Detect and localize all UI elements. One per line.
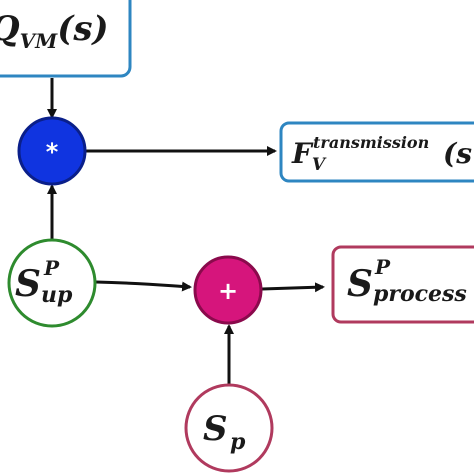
add-node: + — [193, 255, 263, 325]
f-transmission-superscript: transmission — [313, 133, 429, 152]
svg-text:QVM(s): QVM(s) — [0, 9, 109, 53]
s-process-subscript: process — [373, 281, 467, 307]
edge-add-to-sprocess — [261, 282, 325, 293]
s-up-node: S P up — [7, 238, 97, 328]
s-process-node: S P process — [331, 245, 474, 324]
svg-text:FV: FV — [291, 137, 327, 175]
q-vm-main: Q — [0, 9, 20, 49]
multiply-node: * — [17, 116, 87, 186]
edge-sup-to-add — [95, 280, 192, 292]
s-up-subscript: up — [41, 282, 73, 308]
s-p-main: S — [203, 409, 228, 449]
q-vm-argument: (s) — [57, 9, 108, 49]
f-transmission-argument: (s — [443, 137, 472, 170]
s-process-main: S — [347, 263, 373, 305]
q-vm-subscript: VM — [20, 29, 59, 53]
s-p-subscript: p — [230, 429, 246, 455]
s-up-main: S — [15, 263, 41, 305]
edges — [47, 78, 325, 384]
s-p-node: S p — [184, 383, 274, 473]
multiply-symbol: * — [46, 138, 59, 166]
q-vm-node: QVM(s) — [0, 0, 132, 78]
s-up-superscript: P — [43, 256, 60, 280]
s-process-superscript: P — [374, 255, 391, 279]
f-transmission-node: FV transmission (s — [279, 121, 474, 183]
f-transmission-subscript: V — [312, 155, 327, 175]
f-transmission-main: F — [291, 137, 314, 170]
add-symbol: + — [218, 277, 238, 305]
